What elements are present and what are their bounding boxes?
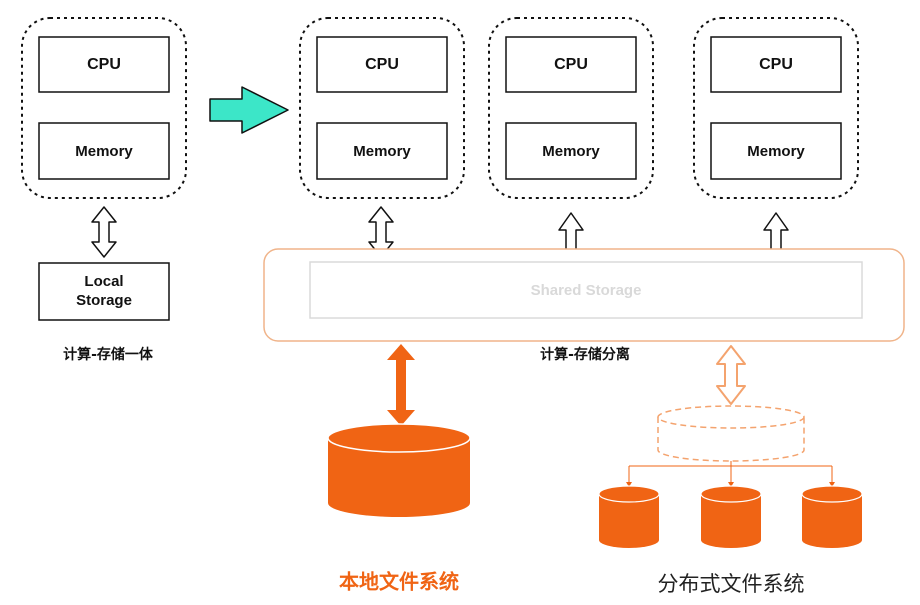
local-storage-label-line1: Local — [84, 273, 123, 290]
distributed-fs-connectors — [626, 461, 835, 487]
local-io-arrow — [91, 206, 117, 258]
memory-label: Memory — [75, 143, 133, 160]
local-storage-box: Local Storage — [38, 262, 170, 321]
local-fs-cylinder — [327, 423, 471, 517]
shared-storage: Shared Storage — [263, 248, 905, 342]
integrated-caption: 计算-存储一体 — [63, 346, 154, 363]
distributed-fs-arrow — [716, 345, 746, 405]
compute-node-1: CPU Memory — [299, 17, 465, 199]
memory-label: Memory — [353, 143, 411, 160]
distributed-fs-cylinder-3 — [801, 485, 863, 548]
distributed-fs-virtual-cylinder — [657, 405, 805, 462]
cpu-label: CPU — [87, 56, 121, 73]
cpu-label: CPU — [554, 56, 588, 73]
cpu-label: CPU — [759, 56, 793, 73]
transition-arrow — [209, 86, 289, 134]
local-fs-arrow — [387, 344, 415, 426]
compute-node-2: CPU Memory — [488, 17, 654, 199]
distributed-fs-caption: 分布式文件系统 — [658, 572, 805, 596]
cpu-label: CPU — [365, 56, 399, 73]
distributed-fs-cylinder-2 — [700, 485, 762, 548]
compute-node-3: CPU Memory — [693, 17, 859, 199]
local-storage-label-line2: Storage — [76, 292, 132, 309]
memory-label: Memory — [542, 143, 600, 160]
distributed-fs-cylinder-1 — [598, 485, 660, 548]
shared-storage-label: Shared Storage — [531, 282, 642, 299]
memory-label: Memory — [747, 143, 805, 160]
integrated-compute-node: CPU Memory — [21, 17, 187, 199]
separated-caption: 计算-存储分离 — [540, 346, 630, 363]
local-fs-caption: 本地文件系统 — [339, 570, 459, 594]
